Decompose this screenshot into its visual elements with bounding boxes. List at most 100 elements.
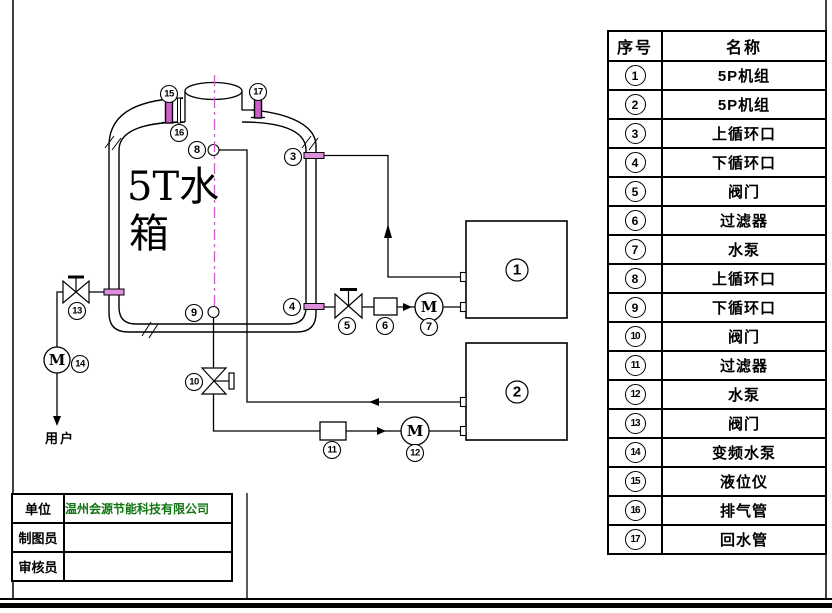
callout-3: 3 [283, 147, 303, 167]
legend-num-cell: 15 [607, 466, 663, 497]
svg-text:17: 17 [253, 87, 263, 98]
circled-number: 17 [624, 529, 646, 551]
legend-name-cell: 过滤器 [661, 350, 827, 381]
pump-7-letter: M [421, 298, 438, 316]
flange-left [103, 288, 125, 296]
circled-number: 6 [624, 210, 646, 231]
legend-row: 14 变频水泵 [607, 437, 827, 468]
pipe-unit2-supply [212, 317, 461, 432]
tank-label-line1: 5T水 [127, 164, 219, 210]
legend-num-cell: 5 [607, 176, 663, 207]
callout-6: 6 [375, 316, 395, 336]
legend-name-cell: 下循环口 [661, 292, 827, 323]
svg-text:5: 5 [344, 320, 350, 332]
svg-text:4: 4 [289, 301, 296, 313]
legend-num-cell: 8 [607, 263, 663, 294]
valve-5 [334, 288, 363, 320]
circled-number: 16 [624, 500, 646, 522]
title-block-row: 单位 温州会源节能科技有限公司 [11, 493, 233, 524]
title-block-row: 审核员 [11, 551, 233, 582]
pump-7: M [414, 292, 444, 322]
valve-13 [62, 275, 90, 305]
user-label: 用户 [44, 431, 75, 446]
legend-row: 7 水泵 [607, 234, 827, 265]
svg-text:16: 16 [174, 128, 184, 139]
legend-num-cell: 16 [607, 495, 663, 526]
legend-num-cell: 11 [607, 350, 663, 381]
legend-name-cell: 5P机组 [661, 89, 827, 120]
title-block-label: 单位 [11, 493, 65, 524]
circled-number: 7 [624, 239, 646, 260]
title-block-label: 制图员 [11, 522, 65, 553]
svg-text:1: 1 [513, 262, 521, 279]
circled-number: 1 [624, 65, 646, 86]
callout-16: 16 [169, 123, 189, 143]
legend-num-cell: 17 [607, 524, 663, 555]
company-name: 温州会源节能科技有限公司 [63, 493, 233, 524]
circled-number: 2 [624, 94, 646, 115]
legend-name-cell: 过滤器 [661, 205, 827, 236]
tank-cap [184, 81, 252, 122]
legend-name-cell: 变频水泵 [661, 437, 827, 468]
svg-text:14: 14 [75, 359, 86, 370]
legend-name-cell: 水泵 [661, 379, 827, 410]
circled-number: 14 [624, 442, 646, 464]
callout-5: 5 [337, 316, 357, 336]
legend-num-cell: 9 [607, 292, 663, 323]
legend-num-cell: 14 [607, 437, 663, 468]
tank [104, 97, 319, 339]
arrow-right-pump12 [377, 427, 386, 435]
pipe-user-branch [56, 291, 104, 417]
legend-name-cell: 水泵 [661, 234, 827, 265]
flange-3 [303, 152, 325, 159]
pump-14: M [43, 346, 71, 374]
drafter-value [63, 522, 233, 553]
port-8-circle [207, 143, 220, 157]
callout-10: 10 [184, 372, 204, 392]
legend-name-cell: 阀门 [661, 408, 827, 439]
callout-13: 13 [67, 301, 87, 321]
port-9-circle [207, 305, 220, 319]
legend-num-cell: 3 [607, 118, 663, 149]
filter-6 [373, 297, 398, 316]
tank-wall-break-marks [104, 135, 319, 339]
title-block: 单位 温州会源节能科技有限公司 制图员 审核员 [11, 493, 233, 582]
circled-number: 9 [624, 297, 646, 318]
reviewer-value [63, 551, 233, 582]
legend-row: 9 下循环口 [607, 292, 827, 323]
legend-num-cell: 7 [607, 234, 663, 265]
tank-label-line2: 箱 [129, 211, 169, 257]
callout-4: 4 [282, 297, 302, 317]
legend-num-cell: 12 [607, 379, 663, 410]
svg-text:6: 6 [382, 320, 388, 332]
flanges [103, 152, 325, 310]
legend-num-cell: 1 [607, 60, 663, 91]
legend-name-cell: 阀门 [661, 176, 827, 207]
circled-number: 13 [624, 413, 646, 435]
svg-text:3: 3 [290, 151, 296, 163]
callout-7: 7 [419, 317, 439, 337]
legend-header-row: 序号 名称 [607, 30, 827, 62]
pump-12: M [400, 416, 430, 446]
unit-2-label: 2 [505, 380, 529, 404]
legend-row: 2 5P机组 [607, 89, 827, 120]
svg-text:13: 13 [72, 306, 82, 317]
legend-name-cell: 液位仪 [661, 466, 827, 497]
vent-pipe-16 [175, 97, 183, 124]
svg-text:15: 15 [164, 89, 175, 100]
callout-15: 15 [159, 84, 179, 104]
callouts: 3 4 5 6 7 8 9 10 11 12 13 14 15 16 17 [67, 82, 439, 463]
circled-number: 5 [624, 181, 646, 202]
arrow-right-pump7 [403, 303, 412, 311]
svg-text:11: 11 [327, 445, 337, 456]
callout-9: 9 [184, 303, 204, 323]
circled-number: 11 [624, 355, 646, 377]
legend-num-cell: 6 [607, 205, 663, 236]
